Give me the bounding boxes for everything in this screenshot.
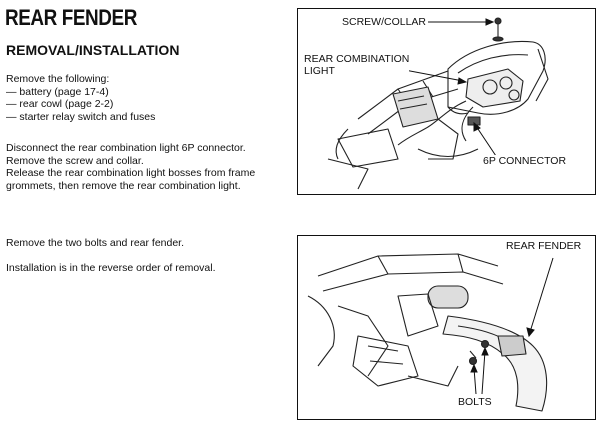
- disconnect-steps: Disconnect the rear combination light 6P…: [6, 142, 255, 192]
- label-rear-combination-line-2: LIGHT: [304, 65, 335, 77]
- label-6p-connector: 6P CONNECTOR: [483, 155, 567, 167]
- rear-fender-illustration: [307, 253, 554, 412]
- remove-item-battery: — battery (page 17-4): [6, 85, 109, 98]
- remove-intro: Remove the following:: [6, 73, 110, 85]
- step-disconnect: Disconnect the rear combination light 6P…: [6, 142, 246, 154]
- step-release-bosses-1: Release the rear combination light bosse…: [6, 167, 256, 179]
- label-screw-collar: SCREW/COLLAR: [342, 16, 427, 28]
- page-title: REAR FENDER: [5, 5, 137, 30]
- label-rear-fender: REAR FENDER: [506, 240, 582, 252]
- rear-combination-light-illustration: [327, 17, 549, 190]
- step-remove-screw: Remove the screw and collar.: [6, 154, 144, 167]
- label-bolts: BOLTS: [458, 396, 492, 408]
- step-release-bosses-2: grommets, then remove the rear combinati…: [6, 179, 241, 192]
- label-rear-combination-line-1: REAR COMBINATION: [304, 53, 410, 65]
- label-rear-combination-light: REAR COMBINATION LIGHT: [304, 53, 410, 77]
- figure-rear-combination-light: SCREW/COLLAR REAR COMBINATION LIGHT 6P C…: [297, 8, 596, 195]
- remove-list: Remove the following: — battery (page 17…: [6, 73, 155, 123]
- remove-item-relay: — starter relay switch and fuses: [6, 110, 156, 123]
- step-remove-fender: Remove the two bolts and rear fender.: [6, 237, 185, 249]
- figure-rear-fender: REAR FENDER BOLTS: [297, 235, 596, 420]
- section-title: REMOVAL/INSTALLATION: [6, 42, 180, 58]
- step-installation: Installation is in the reverse order of …: [6, 261, 216, 274]
- fender-steps: Remove the two bolts and rear fender. In…: [6, 237, 216, 274]
- remove-item-rear-cowl: — rear cowl (page 2-2): [6, 98, 114, 110]
